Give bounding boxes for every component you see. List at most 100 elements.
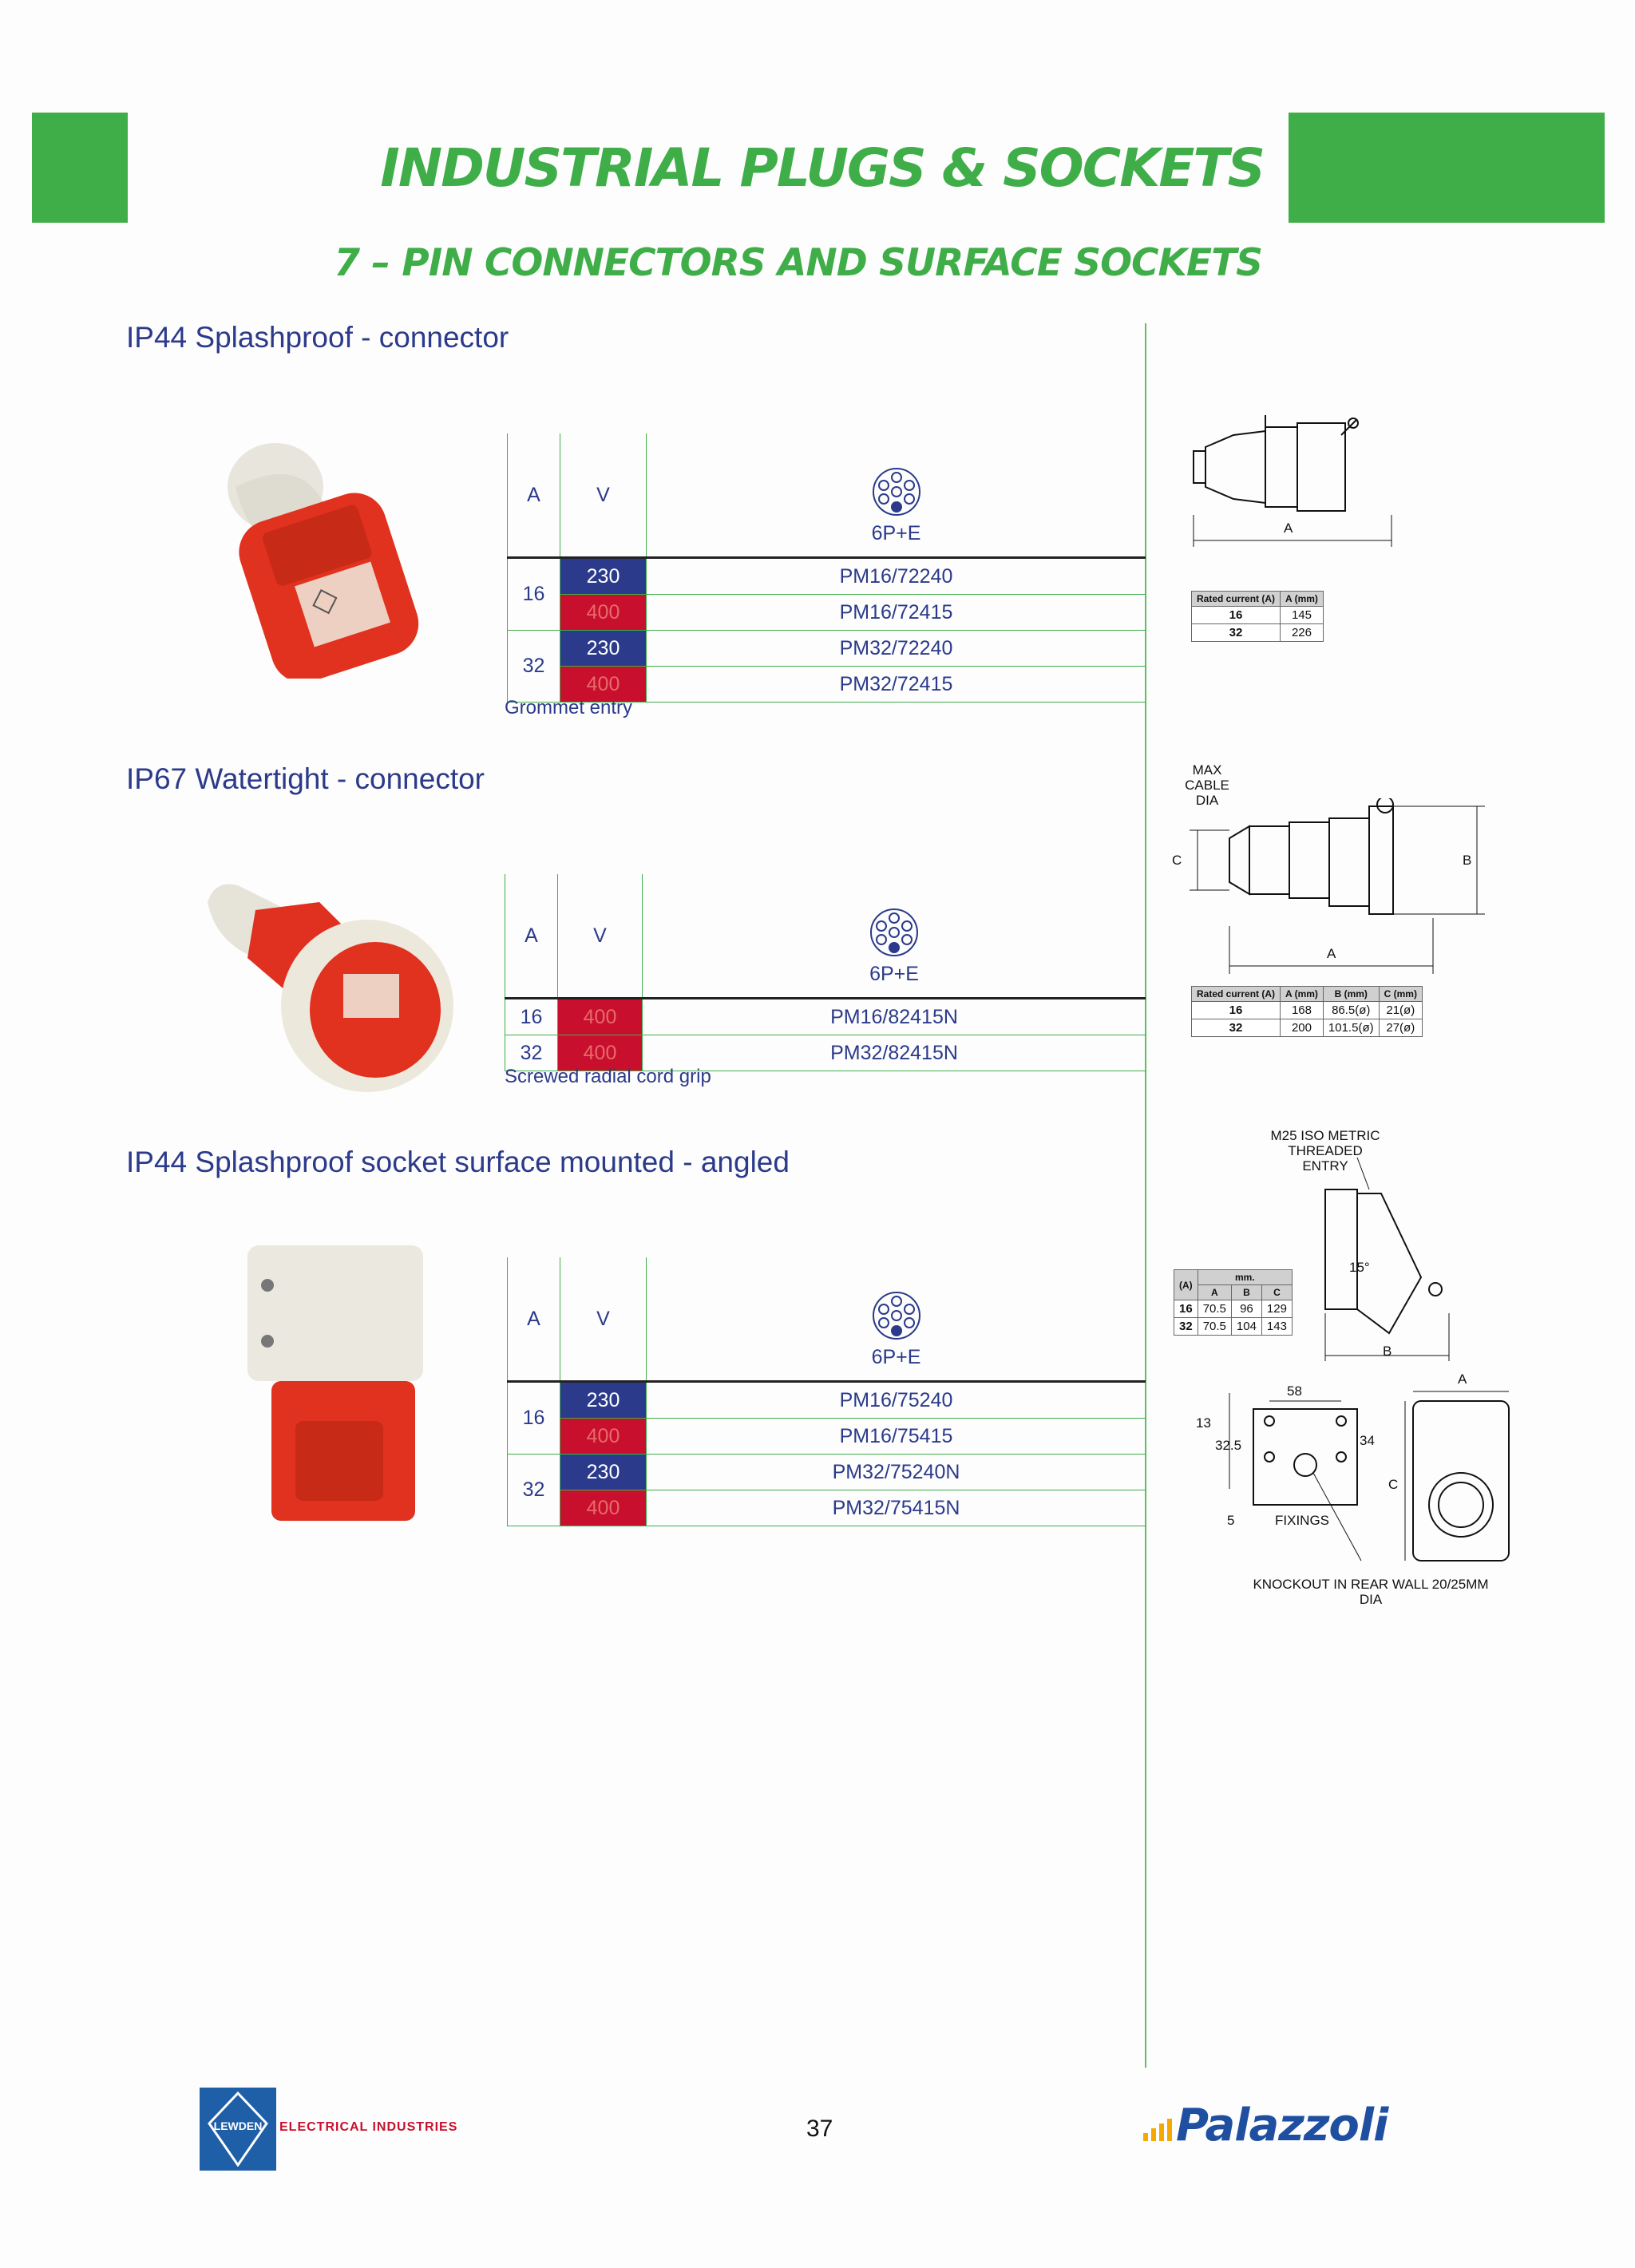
product-code: PM32/82415N — [642, 1035, 1146, 1071]
table-row: 16 230 PM16/75240 — [507, 1380, 1146, 1455]
table-row: 32 230 PM32/72240 — [507, 630, 1146, 703]
dim-cell: 70.5 — [1197, 1317, 1232, 1336]
volt-cell: 400 — [560, 1490, 647, 1526]
product-code: PM16/75240 — [646, 1380, 1146, 1419]
column-header-amps: A — [505, 874, 558, 999]
lewden-logo-subtitle: ELECTRICAL INDUSTRIES — [279, 2120, 458, 2134]
dim-cell: 32 — [1174, 1317, 1198, 1336]
volt-cell: 230 — [560, 1454, 647, 1490]
dim-cell: 16 — [1190, 606, 1281, 624]
table-row: 32 400 PM32/82415N — [505, 1035, 1146, 1071]
dim-header: A — [1197, 1284, 1232, 1300]
palazzoli-logo-bars — [1143, 2119, 1172, 2141]
column-header-volts: V — [560, 433, 647, 558]
product-photo-ip44-connector — [228, 443, 419, 679]
dim-cell: 104 — [1230, 1317, 1262, 1336]
pin-layout-icon — [870, 908, 918, 956]
table-row: 16 400 PM16/82415N — [505, 997, 1146, 1035]
dim-header: A (mm) — [1280, 986, 1324, 1002]
pin-label: 6P+E — [869, 963, 919, 985]
product-code: PM32/72415 — [646, 666, 1146, 703]
dim-label-c: C — [1388, 1477, 1399, 1492]
angle-label: 15° — [1349, 1260, 1370, 1275]
header-green-block-left — [32, 113, 128, 223]
spec-table-surface-socket: A V 6P+E 16 230 PM16/75240 400 PM16/7541… — [507, 1257, 1146, 1526]
table-row: 400 PM32/72415 — [508, 666, 1146, 703]
dim-header: mm. — [1197, 1269, 1293, 1285]
dim-cell: 101.5(ø) — [1322, 1019, 1380, 1037]
dim-cell: 145 — [1280, 606, 1324, 624]
dim-label-5: 5 — [1227, 1513, 1235, 1528]
column-header-amps: A — [507, 433, 560, 558]
lewden-logo-mark — [208, 2092, 268, 2167]
dim-cell: 27(ø) — [1378, 1019, 1423, 1037]
dimension-table-ip67: Rated current (A) A (mm) B (mm) C (mm) 1… — [1190, 986, 1423, 1037]
knockout-label: KNOCKOUT IN REAR WALL 20/25MM DIA — [1253, 1577, 1489, 1607]
column-header-volts: V — [557, 874, 643, 999]
table-row: 400 PM16/75415 — [508, 1418, 1146, 1455]
table-row: 32 230 PM32/75240N — [507, 1454, 1146, 1526]
dim-label-13: 13 — [1196, 1415, 1211, 1431]
section-note: Screwed radial cord grip — [505, 1066, 711, 1087]
dim-cell: 226 — [1280, 623, 1324, 642]
volt-cell: 400 — [560, 594, 647, 631]
header-green-block-right — [1289, 113, 1605, 223]
amp-cell: 16 — [505, 997, 558, 1035]
dim-cell: 96 — [1230, 1300, 1262, 1318]
dimension-table-surface-socket: (A) mm. A B C 16 70.5 96 129 32 70.5 104… — [1174, 1269, 1293, 1336]
volt-cell: 230 — [560, 1380, 647, 1419]
product-code: PM16/72240 — [646, 556, 1146, 595]
page-subtitle: 7 – PIN CONNECTORS AND SURFACE SOCKETS — [334, 241, 1263, 285]
column-header-volts: V — [560, 1257, 647, 1382]
palazzoli-logo: Palazzoli — [1176, 2100, 1388, 2151]
product-code: PM16/82415N — [642, 997, 1146, 1035]
product-photo-ip67-connector — [208, 884, 453, 1092]
product-code: PM32/75415N — [646, 1490, 1146, 1526]
technical-drawing-fixings — [1229, 1391, 1510, 1561]
dim-label-c: C — [1172, 853, 1182, 868]
dim-header: Rated current (A) — [1190, 591, 1281, 607]
dim-header: C — [1261, 1284, 1293, 1300]
dim-label-34: 34 — [1360, 1433, 1375, 1448]
pin-layout-icon — [872, 468, 920, 516]
product-code: PM32/72240 — [646, 630, 1146, 667]
product-code: PM32/75240N — [646, 1454, 1146, 1490]
product-code: PM16/72415 — [646, 594, 1146, 631]
dim-header: B — [1230, 1284, 1262, 1300]
dim-cell: 86.5(ø) — [1322, 1001, 1380, 1019]
dim-label-max-cable: MAX CABLE DIA — [1185, 762, 1229, 808]
volt-cell: 400 — [560, 666, 647, 703]
dim-header: A (mm) — [1280, 591, 1324, 607]
dim-cell: 200 — [1280, 1019, 1324, 1037]
dim-label-thread: M25 ISO METRIC THREADED ENTRY — [1270, 1128, 1380, 1174]
dim-cell: 32 — [1190, 1019, 1281, 1037]
dim-cell: 168 — [1280, 1001, 1324, 1019]
pin-label: 6P+E — [871, 522, 921, 544]
table-row: 16 230 PM16/72240 — [507, 556, 1146, 631]
amp-cell: 16 — [507, 556, 560, 631]
dim-cell: 32 — [1190, 623, 1281, 642]
spec-table-ip67-connector: A V 6P+E 16 400 PM16/82415N 32 400 PM32/… — [505, 874, 1146, 1071]
section-heading-ip44-connector: IP44 Splashproof - connector — [126, 321, 509, 354]
dim-cell: 143 — [1261, 1317, 1293, 1336]
column-divider — [1145, 323, 1146, 2068]
dim-label-a: A — [1327, 946, 1336, 961]
dim-label-b: B — [1383, 1344, 1392, 1359]
volt-cell: 230 — [560, 630, 647, 667]
amp-cell: 32 — [505, 1035, 558, 1071]
dim-label-a: A — [1458, 1371, 1467, 1387]
dim-label-32-5: 32.5 — [1215, 1438, 1242, 1453]
table-row: 400 PM16/72415 — [508, 594, 1146, 631]
technical-drawing-surface-socket — [1324, 1158, 1450, 1361]
dim-label-58: 58 — [1287, 1383, 1302, 1399]
dim-cell: 70.5 — [1197, 1300, 1232, 1318]
dim-cell: 16 — [1190, 1001, 1281, 1019]
technical-drawing-connector — [1193, 415, 1392, 547]
column-header-amps: A — [507, 1257, 560, 1382]
dim-label-b: B — [1463, 853, 1472, 868]
section-note: Grommet entry — [505, 697, 633, 718]
pin-layout-icon — [872, 1292, 920, 1340]
page-number: 37 — [806, 2116, 833, 2142]
dim-header: (A) — [1174, 1269, 1198, 1300]
dim-header: C (mm) — [1378, 986, 1423, 1002]
